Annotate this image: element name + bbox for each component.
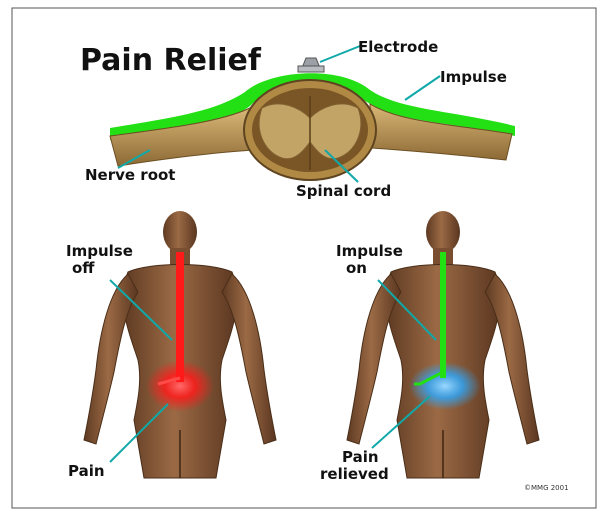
pain-relieved-label-2: relieved [320, 465, 389, 483]
electrode-label: Electrode [358, 38, 438, 56]
credit-text: ©MMG 2001 [524, 484, 569, 492]
spinal-cord-label: Spinal cord [296, 182, 391, 200]
page-title: Pain Relief [80, 43, 262, 78]
spinal-cord-green [440, 252, 446, 378]
pain-label: Pain [68, 462, 105, 480]
impulse-on-label-1: Impulse [336, 242, 403, 260]
impulse-label: Impulse [440, 68, 507, 86]
impulse-off-label-1: Impulse [66, 242, 133, 260]
pain-relieved-label-1: Pain [342, 448, 379, 466]
nerve-root-label: Nerve root [85, 166, 175, 184]
impulse-on-label-2: on [346, 259, 367, 277]
spinal-cord-red [176, 252, 184, 382]
impulse-off-label-2: off [72, 259, 95, 277]
